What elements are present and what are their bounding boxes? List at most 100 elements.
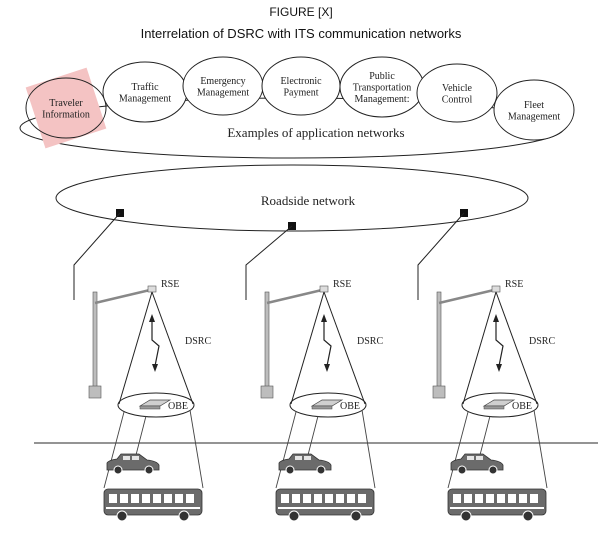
bus-wheel	[178, 510, 190, 522]
bus-window	[519, 494, 527, 503]
bus-window	[486, 494, 494, 503]
vehicle-link	[275, 411, 297, 489]
vehicle-link	[479, 415, 491, 456]
bus-window	[281, 494, 289, 503]
application-label: Emergency	[200, 76, 245, 87]
car-window	[295, 456, 302, 460]
application-networks-label: Examples of application networks	[227, 125, 404, 140]
figure-label: FIGURE [X]	[269, 5, 333, 19]
rse-pole	[264, 291, 270, 389]
bus-window	[336, 494, 344, 503]
vehicle-link	[307, 415, 319, 456]
application-bubble	[25, 77, 107, 139]
vehicle-link	[103, 411, 125, 489]
dsrc-cone-edge	[151, 291, 194, 405]
car-window	[476, 456, 483, 460]
figure-title: Interrelation of DSRC with ITS communica…	[140, 26, 462, 41]
bus-window	[530, 494, 538, 503]
application-label: Management	[197, 87, 249, 98]
bus-window	[314, 494, 322, 503]
application-label: Public	[369, 71, 395, 82]
rse-label: RSE	[505, 279, 523, 290]
application-label: Management	[119, 93, 171, 104]
bus-window	[464, 494, 472, 503]
bus-stripe	[450, 507, 544, 509]
rse-arm	[438, 288, 495, 305]
obe-unit-front	[139, 405, 161, 410]
bus-window	[175, 494, 183, 503]
vehicle-link	[361, 409, 376, 489]
network-link	[73, 212, 121, 300]
rse-unit	[491, 285, 501, 293]
roadside-network-label: Roadside network	[261, 193, 356, 208]
dsrc-cone-edge	[495, 291, 538, 405]
obe-unit-front	[483, 405, 505, 410]
bus-stripe	[278, 507, 372, 509]
bus-window	[120, 494, 128, 503]
dsrc-signal-bolt	[323, 318, 332, 367]
dsrc-arrowhead	[496, 364, 502, 372]
rse-arm	[266, 288, 323, 305]
rse-pole-base	[432, 385, 446, 399]
application-label: Vehicle	[442, 83, 473, 94]
bus-wheel	[116, 510, 128, 522]
bus-window	[142, 494, 150, 503]
car-wheel	[113, 465, 123, 475]
rse-unit	[319, 285, 329, 293]
car-wheel	[285, 465, 295, 475]
application-label: Management	[508, 111, 560, 122]
car-wheel	[316, 465, 326, 475]
obe-label: OBE	[340, 401, 360, 412]
rse-unit	[147, 285, 157, 293]
bus-window	[453, 494, 461, 503]
application-label: Payment	[284, 87, 319, 98]
dsrc-coverage-ellipse	[461, 392, 539, 418]
application-label: Traveler	[49, 98, 83, 109]
vehicle-link	[447, 411, 469, 489]
dsrc-cone-edge	[462, 291, 497, 405]
rse-arm	[94, 288, 151, 305]
application-label: Information	[42, 109, 90, 120]
vehicle-link	[135, 415, 147, 456]
vehicle-link	[533, 409, 548, 489]
obe-unit	[310, 399, 344, 407]
car-wheel	[144, 465, 154, 475]
car-wheel	[457, 465, 467, 475]
rse-label: RSE	[161, 279, 179, 290]
bus-stripe	[106, 507, 200, 509]
rse-pole-base	[88, 385, 102, 399]
dsrc-arrowhead	[493, 314, 499, 322]
bus-window	[508, 494, 516, 503]
application-label: Traffic	[131, 82, 159, 93]
bus-window	[153, 494, 161, 503]
network-link	[417, 212, 465, 300]
application-label: Transportation	[353, 83, 412, 94]
dsrc-label: DSRC	[529, 336, 555, 347]
dsrc-coverage-ellipse	[117, 392, 195, 418]
obe-unit	[138, 399, 172, 407]
roadside-station: RSE DSRC OBE	[417, 209, 555, 522]
application-bubble	[493, 79, 575, 141]
network-link	[245, 225, 293, 300]
dsrc-signal-bolt	[151, 318, 160, 367]
dsrc-signal-bolt	[495, 318, 504, 367]
bus-window	[303, 494, 311, 503]
application-label: Fleet	[524, 100, 544, 111]
rse-pole	[436, 291, 442, 389]
bus-wheel	[460, 510, 472, 522]
bus-window	[186, 494, 194, 503]
bus-window	[358, 494, 366, 503]
bus-wheel	[522, 510, 534, 522]
bus-window	[131, 494, 139, 503]
application-label: Electronic	[280, 76, 322, 87]
rse-pole-base	[260, 385, 274, 399]
application-bubbles: TravelerInformationTrafficManagementEmer…	[25, 56, 575, 141]
dsrc-cone-edge	[323, 291, 366, 405]
application-label: Control	[442, 94, 473, 105]
obe-label: OBE	[512, 401, 532, 412]
rse-label: RSE	[333, 279, 351, 290]
car-window	[467, 456, 474, 460]
